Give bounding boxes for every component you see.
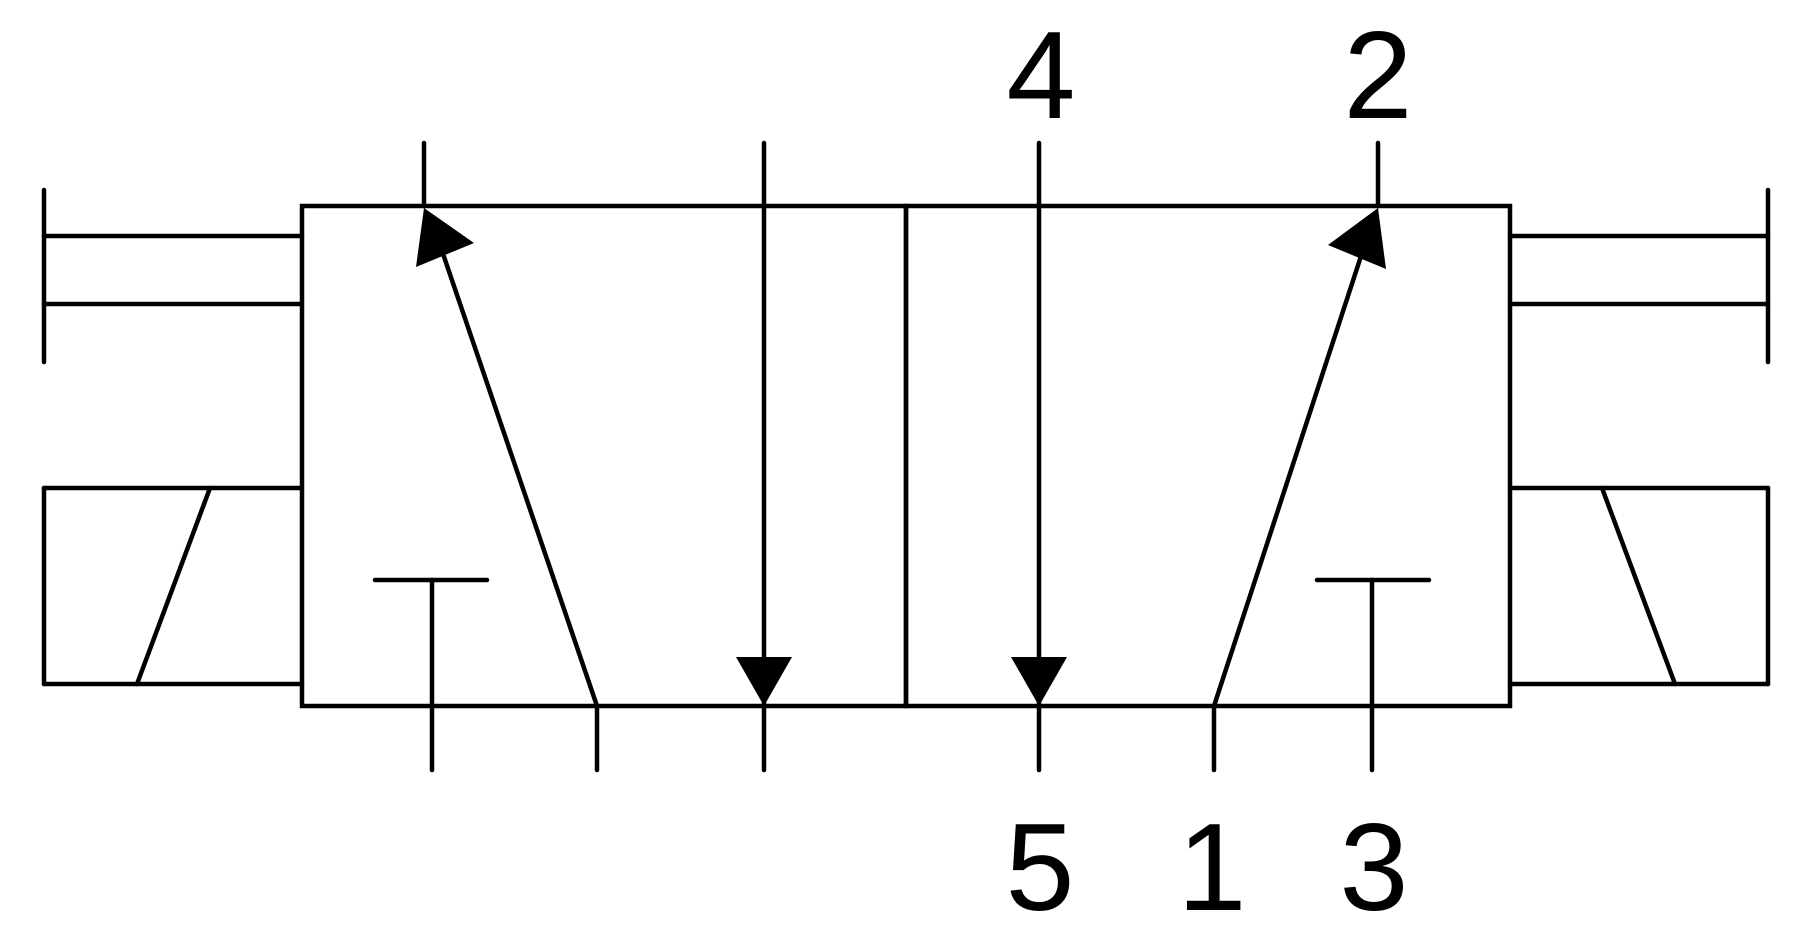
right-solenoid-diagonal — [1599, 485, 1678, 687]
right-solenoid — [1507, 485, 1771, 687]
port-labels: 4 2 5 1 3 — [1006, 7, 1413, 925]
flow-path-left-diagonal — [437, 242, 600, 709]
port-label-1: 1 — [1178, 799, 1247, 925]
arrowhead-down-left — [736, 657, 792, 706]
port-label-4: 4 — [1007, 7, 1076, 145]
flow-arrowheads — [416, 208, 1386, 706]
port-label-5: 5 — [1006, 799, 1075, 925]
valve-envelope-left — [299, 203, 909, 709]
port-label-2: 2 — [1344, 7, 1413, 145]
arrowhead-down-right — [1011, 657, 1067, 706]
flow-path-right-diagonal — [1211, 244, 1367, 709]
arrowhead-up-right — [1328, 208, 1386, 269]
valve-linework — [41, 140, 1771, 773]
right-manual-actuator — [1507, 187, 1771, 365]
bottom-port-lines — [429, 577, 1375, 773]
port-label-3: 3 — [1340, 799, 1409, 925]
top-port-lines — [421, 140, 1381, 709]
valve-envelope-right — [903, 203, 1513, 709]
left-solenoid — [41, 485, 305, 687]
left-manual-actuator — [41, 187, 305, 365]
arrowhead-up-left — [416, 208, 474, 267]
left-solenoid-diagonal — [134, 485, 213, 687]
valve-body — [299, 203, 1513, 709]
